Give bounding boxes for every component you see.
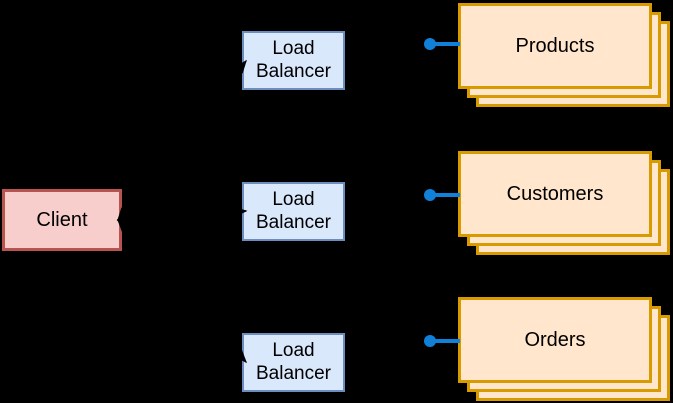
load-balancer-label: Load Balancer [256, 340, 331, 384]
load-balancer-node-customers: Load Balancer [242, 182, 345, 241]
load-balancer-node-orders: Load Balancer [242, 333, 345, 392]
stack-layer-front: Orders [458, 297, 652, 383]
edge-client-lb-customers [116, 206, 248, 225]
service-stack-customers: Customers [458, 151, 670, 255]
edge-client-lb-orders [116, 218, 248, 364]
connector-dot-orders [424, 335, 436, 347]
connector-dot-products [424, 38, 436, 50]
stack-layer-front: Customers [458, 151, 652, 237]
service-stack-orders: Orders [458, 297, 670, 401]
edge-lb-orders [345, 340, 431, 363]
edge-client-lb-products [117, 59, 247, 222]
connector-dot-customers [424, 189, 436, 201]
edge-lb-products [345, 43, 431, 61]
client-node: Client [2, 189, 122, 251]
load-balancer-label: Load Balancer [256, 38, 331, 82]
service-label: Customers [506, 182, 604, 205]
service-label: Products [515, 34, 595, 57]
load-balancer-node-products: Load Balancer [242, 31, 345, 90]
load-balancer-label: Load Balancer [256, 189, 331, 233]
service-label: Orders [524, 328, 586, 351]
service-stack-products: Products [458, 3, 670, 107]
client-label: Client [36, 208, 88, 231]
edge-lb-customers [345, 194, 431, 212]
stack-layer-front: Products [458, 3, 652, 89]
